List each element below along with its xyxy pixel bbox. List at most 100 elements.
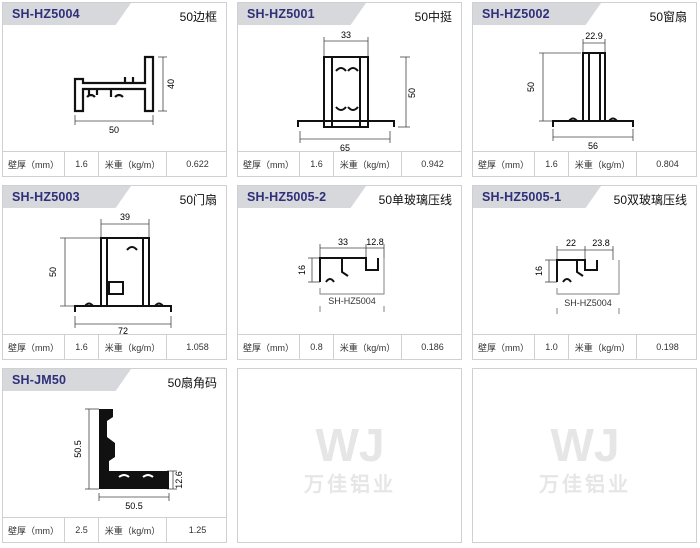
dim-label: 50 <box>109 125 119 135</box>
weight-label: 米重（kg/m） <box>99 518 167 542</box>
weight-value: 0.942 <box>421 159 444 169</box>
weight-label: 米重（kg/m） <box>569 152 637 176</box>
wall-value: 1.6 <box>65 335 99 359</box>
spec-row: 壁厚（mm） 0.8 米重（kg/m） 0.186 <box>238 334 461 359</box>
profile-card: SH-HZ5005-1 50双玻璃压线 22 23.8 16 SH-HZ5004… <box>472 185 697 360</box>
weight-value: 0.804 <box>656 159 679 169</box>
profile-drawing: 33 12.8 16 SH-HZ5004 <box>297 237 385 312</box>
dim-label: 23.8 <box>592 238 610 248</box>
spec-row: 壁厚（mm） 2.5 米重（kg/m） 1.25 <box>3 517 226 542</box>
profile-name: 50窗扇 <box>649 10 687 24</box>
card-tab <box>238 186 366 208</box>
weight-value: 1.25 <box>188 525 207 535</box>
dim-label: 65 <box>340 143 350 152</box>
weight-label: 米重（kg/m） <box>334 335 402 359</box>
dim-label: 50 <box>526 82 536 92</box>
wall-label: 壁厚（mm） <box>3 518 65 542</box>
weight-label: 米重（kg/m） <box>569 335 637 359</box>
weight-label: 米重（kg/m） <box>334 152 402 176</box>
profile-code: SH-JM50 <box>12 373 67 387</box>
profile-code: SH-HZ5001 <box>247 7 315 21</box>
logo-name: 万佳铝业 <box>303 472 396 496</box>
placeholder-card: WJ 万佳铝业 <box>237 368 462 543</box>
dim-label: 50.5 <box>73 440 83 458</box>
spec-row: 壁厚（mm） 1.6 米重（kg/m） 0.622 <box>3 151 226 176</box>
placeholder-card: WJ 万佳铝业 <box>472 368 697 543</box>
dim-label: 33 <box>338 237 348 247</box>
dim-label: 22 <box>566 238 576 248</box>
brand-logo: WJ 万佳铝业 <box>538 419 631 496</box>
profile-card: SH-HZ5002 50窗扇 22.9 50 56 壁厚（mm） 1.6 米重（… <box>472 2 697 177</box>
profile-code: SH-HZ5005-1 <box>482 190 562 204</box>
profile-name: 50中挺 <box>414 10 452 24</box>
wall-label: 壁厚（mm） <box>473 335 535 359</box>
profile-drawing: 50 40 <box>73 55 176 135</box>
dim-label: 50 <box>407 88 417 98</box>
spec-row: 壁厚（mm） 1.6 米重（kg/m） 0.804 <box>473 151 696 176</box>
profile-name: 50扇角码 <box>167 376 217 390</box>
dim-label: 12.8 <box>366 237 384 247</box>
wall-value: 1.6 <box>65 152 99 176</box>
profile-drawing: 33 50 65 <box>297 30 417 152</box>
wall-value: 1.0 <box>535 335 569 359</box>
profile-name: 50双玻璃压线 <box>613 193 687 207</box>
profile-card: SH-HZ5001 50中挺 33 50 65 壁厚（mm） 1.6 米重（kg… <box>237 2 462 177</box>
weight-label: 米重（kg/m） <box>99 152 167 176</box>
spec-row: 壁厚（mm） 1.6 米重（kg/m） 0.942 <box>238 151 461 176</box>
weight-value: 0.186 <box>421 342 444 352</box>
card-tab <box>3 186 131 208</box>
dim-label: 22.9 <box>585 31 603 41</box>
profile-drawing: 39 50 72 <box>48 212 172 335</box>
ref-label: SH-HZ5004 <box>328 296 376 306</box>
card-tab <box>473 3 601 25</box>
profile-card: SH-HZ5004 50边框 50 40 壁厚（mm） 1.6 米重（kg/m）… <box>2 2 227 177</box>
profile-code: SH-HZ5004 <box>12 7 80 21</box>
dim-label: 50 <box>48 267 58 277</box>
dim-label: 40 <box>166 79 176 89</box>
wall-value: 2.5 <box>65 518 99 542</box>
weight-value: 0.622 <box>186 159 209 169</box>
profile-card: SH-HZ5003 50门扇 39 50 72 壁厚（mm） 1.6 米重（kg… <box>2 185 227 360</box>
spec-row: 壁厚（mm） 1.6 米重（kg/m） 1.058 <box>3 334 226 359</box>
profile-drawing: 50.5 12.6 50.5 <box>73 408 184 511</box>
logo-mark: WJ <box>316 419 385 471</box>
profile-name: 50边框 <box>179 10 217 24</box>
wall-value: 1.6 <box>300 152 334 176</box>
dim-label: 56 <box>588 141 598 151</box>
brand-logo: WJ 万佳铝业 <box>303 419 396 496</box>
weight-label: 米重（kg/m） <box>99 335 167 359</box>
dim-label: 50.5 <box>125 501 143 511</box>
wall-label: 壁厚（mm） <box>238 152 300 176</box>
card-tab <box>3 369 131 391</box>
dim-label: 33 <box>341 30 351 40</box>
card-tab <box>238 3 366 25</box>
wall-value: 0.8 <box>300 335 334 359</box>
profile-code: SH-HZ5002 <box>482 7 550 21</box>
profile-card: SH-JM50 50扇角码 50.5 12.6 50.5 壁厚（mm） 2.5 … <box>2 368 227 543</box>
logo-mark: WJ <box>551 419 620 471</box>
weight-value: 1.058 <box>186 342 209 352</box>
card-tab <box>473 186 601 208</box>
card-tab <box>3 3 131 25</box>
dim-label: 16 <box>297 265 307 275</box>
logo-name: 万佳铝业 <box>538 472 631 496</box>
profile-code: SH-HZ5003 <box>12 190 80 204</box>
profile-name: 50单玻璃压线 <box>378 193 452 207</box>
wall-value: 1.6 <box>535 152 569 176</box>
profile-card: SH-HZ5005-2 50单玻璃压线 33 12.8 16 SH-HZ5004… <box>237 185 462 360</box>
spec-row: 壁厚（mm） 1.0 米重（kg/m） 0.198 <box>473 334 696 359</box>
dim-label: 72 <box>118 326 128 335</box>
wall-label: 壁厚（mm） <box>238 335 300 359</box>
dim-label: 39 <box>120 212 130 222</box>
weight-value: 0.198 <box>656 342 679 352</box>
dim-label: 16 <box>534 266 544 276</box>
wall-label: 壁厚（mm） <box>3 335 65 359</box>
dim-label: 12.6 <box>174 471 184 489</box>
profile-name: 50门扇 <box>179 193 217 207</box>
ref-label: SH-HZ5004 <box>564 298 612 308</box>
profile-drawing: 22.9 50 56 <box>526 31 634 151</box>
wall-label: 壁厚（mm） <box>473 152 535 176</box>
wall-label: 壁厚（mm） <box>3 152 65 176</box>
profile-code: SH-HZ5005-2 <box>247 190 327 204</box>
